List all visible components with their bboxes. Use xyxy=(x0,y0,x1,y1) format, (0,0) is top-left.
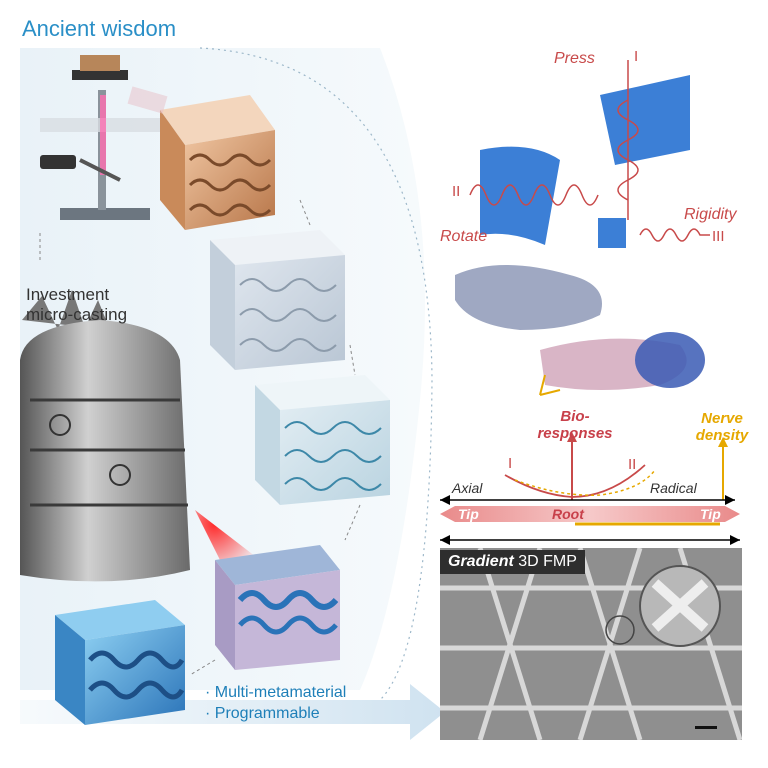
mold-cube-2-icon xyxy=(255,375,390,505)
rigidity-roman: III xyxy=(712,228,725,245)
casting-label-line2: micro-casting xyxy=(26,305,128,324)
press-wave xyxy=(617,60,639,220)
bio-curve-one xyxy=(504,464,646,498)
process-arrow-icon xyxy=(20,684,445,740)
axis-icon xyxy=(539,374,561,396)
root-label: Root xyxy=(552,506,584,522)
micro-label-bold: Gradient xyxy=(448,553,514,570)
cast-blue-cube-icon xyxy=(215,545,340,670)
casting-label-line1: Investment xyxy=(26,285,110,304)
nerve-density-label: Nerve density xyxy=(682,410,762,444)
bio-curve-two xyxy=(514,469,656,496)
rotate-lattice-icon xyxy=(480,146,560,245)
rotate-roman: II xyxy=(452,183,461,200)
dotted-boundary xyxy=(199,47,433,701)
ancient-bell-icon xyxy=(20,290,190,582)
press-label: Press xyxy=(554,50,595,67)
nerve-line2: density xyxy=(695,427,749,444)
micrograph-panel xyxy=(440,548,742,740)
bullet-multi-metamaterial: · Multi-metamaterial xyxy=(205,684,347,701)
printer-apparatus-icon xyxy=(40,55,180,220)
bullet-programmable: · Programmable xyxy=(205,705,320,722)
bio-line2: responses xyxy=(537,425,613,442)
rigidity-label: Rigidity xyxy=(684,206,737,223)
copper-lattice-cube-icon xyxy=(160,95,275,230)
radical-label: Radical xyxy=(650,480,697,496)
bio-responses-label: Bio- responses xyxy=(520,408,630,442)
scale-bar-icon xyxy=(695,726,717,729)
nerve-line1: Nerve xyxy=(701,410,743,427)
press-roman: I xyxy=(634,48,639,65)
tip-right-label: Tip xyxy=(700,506,721,522)
curve-one-label: I xyxy=(508,455,513,472)
micrograph-label: Gradient 3D FMP xyxy=(440,550,585,574)
rotate-label: Rotate xyxy=(440,228,488,245)
casting-label: Investment micro-casting xyxy=(26,285,127,325)
curve-two-label: II xyxy=(628,456,637,473)
lattice-micrograph-icon xyxy=(440,548,742,740)
metamaterial-gyroid-icon xyxy=(55,600,185,725)
axial-label: Axial xyxy=(452,480,483,496)
fingertip-sensor-icon xyxy=(598,218,626,248)
tip-left-label: Tip xyxy=(458,506,479,522)
mold-cube-1-icon xyxy=(210,230,345,370)
finger-illustration-icon xyxy=(455,265,705,390)
rigidity-wave xyxy=(639,228,710,242)
rotate-wave xyxy=(469,184,599,206)
press-lattice-icon xyxy=(600,75,690,165)
micro-label-rest: 3D FMP xyxy=(518,553,577,570)
page-title: Ancient wisdom xyxy=(22,16,177,41)
tip-root-bar xyxy=(440,506,740,522)
bio-line1: Bio- xyxy=(560,408,590,425)
